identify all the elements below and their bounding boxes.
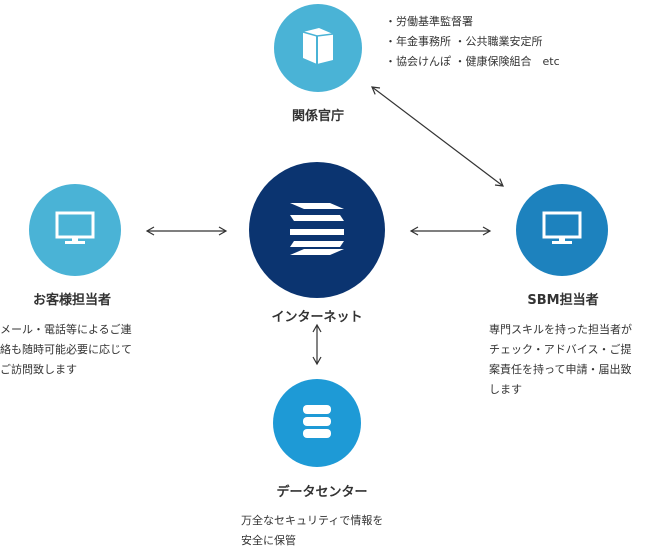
government-title: 関係官庁: [291, 109, 345, 124]
customer-description-line: ご訪問致します: [0, 363, 77, 376]
government-note: ・労働基準監督署: [385, 15, 473, 28]
internet-node: [249, 162, 385, 298]
sbm-description-line: します: [489, 383, 522, 396]
customer-description-line: 絡も随時可能必要に応じて: [0, 343, 132, 356]
database-icon: [302, 403, 332, 443]
sbm-description-line: チェック・アドバイス・ご提: [489, 343, 632, 356]
sbm-description-line: 案責任を持って申請・届出致: [489, 363, 632, 376]
government-node: [274, 4, 362, 92]
datacenter-title: データセンター: [276, 485, 368, 500]
datacenter-node: [273, 379, 361, 467]
datacenter-description: 万全なセキュリティで情報を 安全に保管: [241, 511, 383, 551]
monitor-icon: [542, 211, 582, 249]
datacenter-description-line: 万全なセキュリティで情報を: [241, 514, 384, 527]
sbm-description-line: 専門スキルを持った担当者が: [489, 323, 632, 336]
datacenter-description-line: 安全に保管: [241, 534, 296, 547]
sbm-node: [516, 184, 608, 276]
customer-description: メール・電話等によるご連 絡も随時可能必要に応じて ご訪問致します: [0, 320, 132, 380]
monitor-icon: [55, 211, 95, 249]
sbm-title: SBM担当者: [527, 293, 599, 308]
customer-title: お客様担当者: [32, 293, 112, 308]
arrow-government-sbm: [371, 86, 504, 187]
government-note: ・年金事務所 ・公共職業安定所: [385, 35, 543, 48]
customer-description-line: メール・電話等によるご連: [0, 323, 132, 336]
customer-node: [29, 184, 121, 276]
box-icon: [301, 26, 335, 70]
internet-title: インターネット: [271, 310, 363, 325]
government-note: ・協会けんぽ ・健康保険組合 etc: [385, 55, 560, 68]
government-notes: ・労働基準監督署 ・年金事務所 ・公共職業安定所 ・協会けんぽ ・健康保険組合 …: [385, 12, 560, 72]
logo-icon: [286, 199, 348, 261]
sbm-description: 専門スキルを持った担当者が チェック・アドバイス・ご提 案責任を持って申請・届出…: [489, 320, 632, 400]
